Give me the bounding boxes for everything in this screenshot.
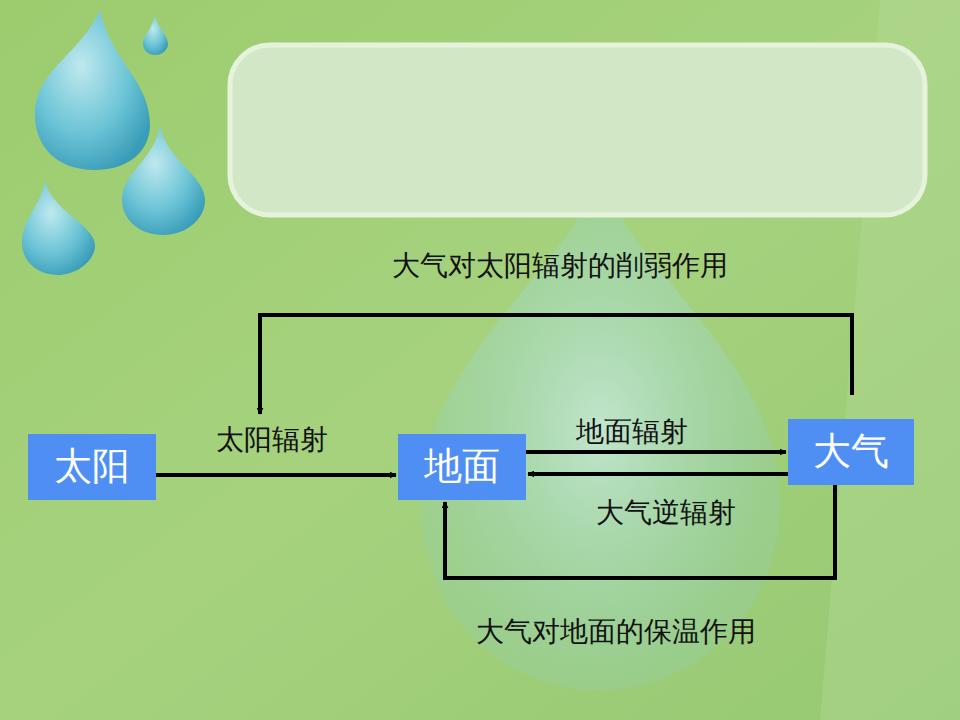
process-box: 大气 — [788, 419, 914, 485]
box-label: 地面 — [424, 446, 500, 488]
weakening-loop-arrow — [260, 315, 852, 414]
box-label: 大气 — [813, 431, 889, 473]
big-water-drop — [420, 170, 780, 690]
edge-label: 大气逆辐射 — [596, 496, 736, 530]
caption-label: 大气对太阳辐射的削弱作用 — [392, 249, 728, 283]
arrow-connector — [156, 473, 396, 477]
process-box: 太阳 — [28, 434, 156, 500]
arrow-connector — [526, 450, 786, 454]
edge-label: 地面辐射 — [576, 415, 688, 449]
process-box: 地面 — [398, 434, 526, 500]
title-panel — [230, 45, 925, 215]
edge-label: 太阳辐射 — [216, 423, 328, 457]
water-drops — [22, 10, 205, 275]
edge-label: 大气对地面的保温作用 — [476, 615, 756, 649]
arrow-connector — [528, 472, 788, 476]
box-label: 太阳 — [54, 446, 130, 488]
